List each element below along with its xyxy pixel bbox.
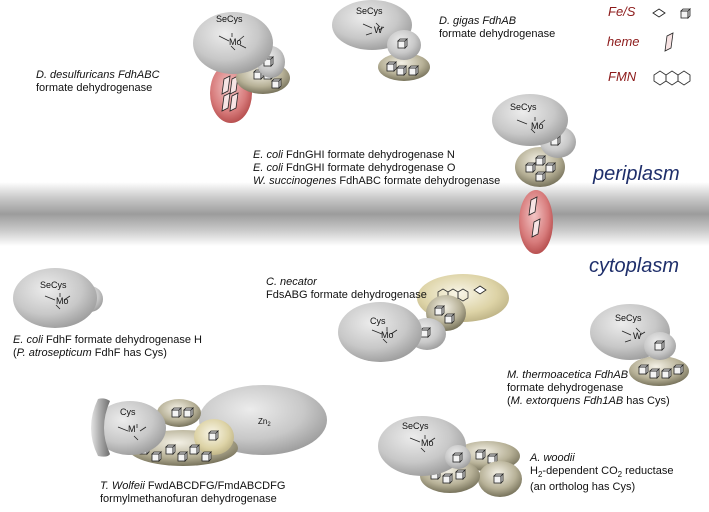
cofactor-secys-label: SeCys bbox=[216, 14, 243, 24]
enzyme-woodii: SeCys Mo bbox=[378, 416, 522, 497]
enzyme-thermoacetica: SeCys W bbox=[590, 304, 689, 386]
caption-desulfuricans: D. desulfuricans FdhABC formate dehydrog… bbox=[36, 69, 160, 94]
cofactor-secys-label: SeCys bbox=[402, 421, 429, 431]
cytoplasm-label: cytoplasm bbox=[589, 255, 680, 277]
caption-woodii: A. woodii H2-dependent CO2 reductase (an… bbox=[530, 452, 674, 494]
cofactor-cys-label: Cys bbox=[120, 407, 136, 417]
legend-heme-symbol bbox=[664, 32, 674, 52]
legend-heme-label: heme bbox=[607, 34, 640, 49]
enzyme-desulfuricans: SeCys Mo bbox=[193, 12, 290, 123]
enzyme-wolfeii: Zn2 Cys M bbox=[91, 385, 327, 466]
caption-wolfeii: T. Wolfeii FwdABCDFG/FmdABCDFG formylmet… bbox=[100, 480, 286, 505]
legend-fmn-symbol bbox=[653, 70, 691, 86]
legend-fes-symbol bbox=[652, 8, 691, 19]
cofactor-cys-label: Cys bbox=[370, 316, 386, 326]
cofactor-mo-label: Mo bbox=[56, 296, 69, 306]
enzyme-necator: Cys Mo bbox=[338, 274, 509, 362]
cofactor-w-label: W bbox=[633, 331, 642, 341]
caption-gigas: D. gigas FdhAB formate dehydrogenase bbox=[439, 15, 556, 40]
caption-fdn-group: E. coli FdnGHI formate dehydrogenase N E… bbox=[253, 149, 501, 187]
membrane-band bbox=[0, 182, 709, 246]
enzyme-gigas: SeCys W bbox=[332, 0, 430, 81]
legend-fes-label: Fe/S bbox=[608, 4, 636, 19]
caption-ecoli-h: E. coli FdhF formate dehydrogenase H (P.… bbox=[13, 334, 202, 359]
cofactor-secys-label: SeCys bbox=[356, 6, 383, 16]
cofactor-zn-label: Zn bbox=[258, 417, 267, 426]
cofactor-secys-label: SeCys bbox=[510, 102, 537, 112]
enzyme-fdn-membrane: SeCys Mo bbox=[492, 94, 576, 254]
cofactor-secys-label: SeCys bbox=[40, 280, 67, 290]
periplasm-label: periplasm bbox=[593, 163, 680, 185]
legend-fmn-label: FMN bbox=[608, 69, 637, 84]
cofactor-mo-label: Mo bbox=[421, 438, 434, 448]
cofactor-mo-label: Mo bbox=[229, 37, 242, 47]
cofactor-mo-label: Mo bbox=[531, 121, 544, 131]
caption-necator: C. necator FdsABG formate dehydrogenase bbox=[266, 276, 427, 301]
caption-thermoacetica: M. thermoacetica FdhAB formate dehydroge… bbox=[507, 369, 670, 407]
enzyme-ecoli-fdhf: SeCys Mo bbox=[13, 268, 103, 328]
cofactor-w-label: W bbox=[374, 25, 383, 35]
cofactor-secys-label: SeCys bbox=[615, 313, 642, 323]
cofactor-m-label: M bbox=[128, 424, 136, 434]
cofactor-mo-label: Mo bbox=[381, 330, 394, 340]
svg-text:Zn2: Zn2 bbox=[258, 417, 271, 428]
